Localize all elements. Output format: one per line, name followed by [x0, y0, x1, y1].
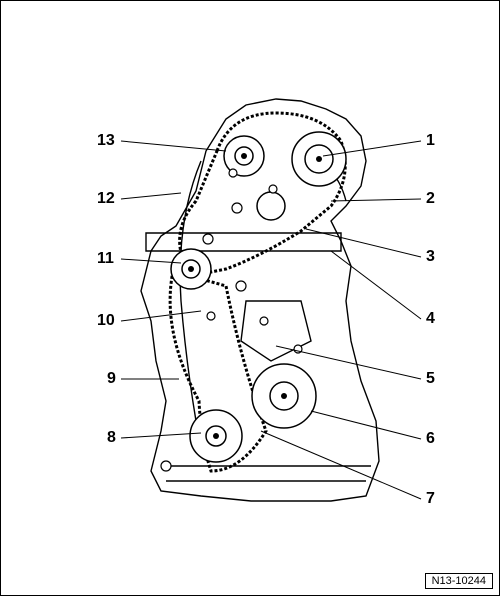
callout-4: 4: [426, 310, 435, 327]
callout-5: 5: [426, 370, 435, 387]
lower-crankcase: [161, 465, 371, 482]
callout-11: 11: [97, 250, 114, 267]
callout-8: 8: [107, 429, 116, 446]
cylinder-head-flange: [145, 232, 342, 252]
chain-guide-pulley: [256, 191, 286, 221]
figure-id-label: N13-10244: [424, 573, 493, 589]
callout-6: 6: [426, 430, 435, 447]
tensioner-arm: [240, 300, 312, 362]
callout-2: 2: [426, 190, 435, 207]
callout-1: 1: [426, 132, 435, 149]
callout-12: 12: [97, 190, 115, 207]
callout-10: 10: [97, 312, 115, 329]
callout-13: 13: [97, 132, 115, 149]
upper-timing-chain: [178, 111, 347, 278]
callout-7: 7: [426, 490, 435, 507]
callout-3: 3: [426, 248, 435, 265]
lower-timing-chain: [168, 269, 268, 473]
callout-9: 9: [107, 370, 116, 387]
